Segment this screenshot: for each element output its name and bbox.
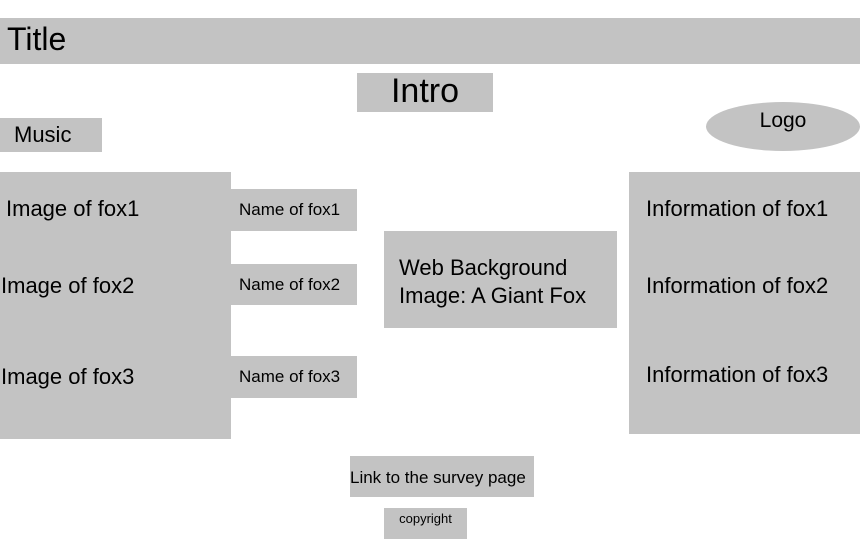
fox1-info: Information of fox1	[646, 196, 829, 221]
fox-info-panel: Information of fox1 Information of fox2 …	[629, 172, 860, 434]
copyright-notice: copyright	[384, 508, 467, 539]
logo: Logo	[706, 102, 860, 151]
intro-section: Intro	[357, 73, 493, 112]
music-player[interactable]: Music	[0, 118, 102, 152]
web-background-image: Web Background Image: A Giant Fox	[384, 231, 617, 328]
fox1-name: Name of fox1	[231, 189, 357, 231]
fox2-image-label: Image of fox2	[1, 273, 135, 298]
fox2-info: Information of fox2	[646, 273, 829, 298]
fox3-info: Information of fox3	[646, 362, 829, 387]
fox3-image-label: Image of fox3	[1, 364, 135, 389]
fox-images-panel: Image of fox1 Image of fox2 Image of fox…	[0, 172, 231, 439]
page-title: Title	[0, 18, 860, 64]
survey-link[interactable]: Link to the survey page	[350, 456, 534, 497]
fox2-name: Name of fox2	[231, 264, 357, 305]
fox3-name: Name of fox3	[231, 356, 357, 398]
background-label-line1: Web Background	[399, 255, 568, 280]
fox1-image-label: Image of fox1	[6, 196, 140, 221]
background-label-line2: Image: A Giant Fox	[399, 283, 587, 308]
